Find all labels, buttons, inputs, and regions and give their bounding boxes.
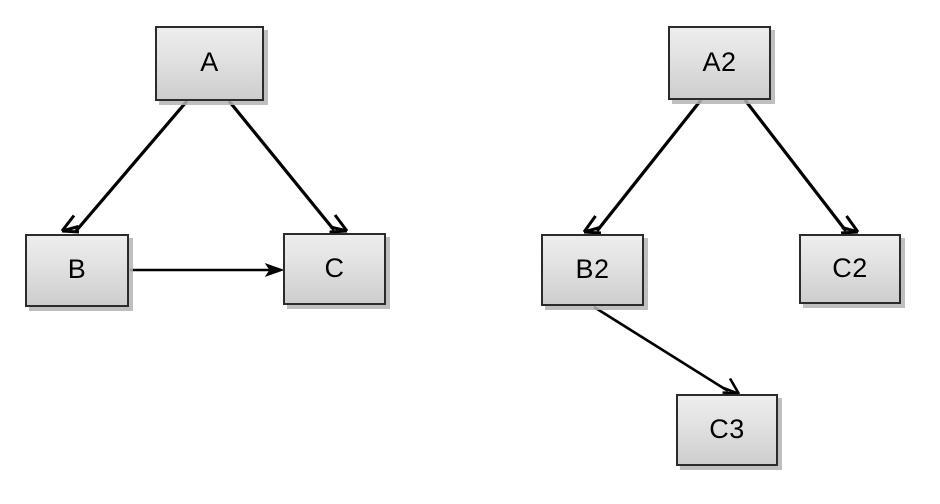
- arrowhead-classic-icon: [264, 263, 285, 277]
- edge-a2-to-c2-line: [743, 99, 848, 232]
- edge-a-to-b-line: [74, 99, 189, 233]
- edge-a2-to-b2-line: [595, 99, 703, 232]
- arrowhead-open-icon: [60, 214, 80, 234]
- edge-a2-to-c2[interactable]: [743, 99, 860, 235]
- edge-b-to-c[interactable]: [130, 263, 285, 277]
- node-c-label: C: [324, 252, 345, 283]
- node-b2-label: B2: [575, 253, 610, 284]
- node-b2[interactable]: B2: [541, 234, 644, 306]
- node-c3-label: C3: [709, 413, 745, 444]
- node-c[interactable]: C: [283, 233, 386, 305]
- edge-a-to-b[interactable]: [60, 99, 189, 234]
- edge-a2-to-b2[interactable]: [582, 99, 703, 235]
- node-a[interactable]: A: [155, 26, 264, 101]
- arrowhead-open-icon: [722, 377, 741, 396]
- edge-a-to-c[interactable]: [227, 99, 349, 234]
- node-c3[interactable]: C3: [676, 394, 778, 466]
- node-c2-label: C2: [832, 252, 868, 283]
- node-a2-label: A2: [702, 46, 737, 77]
- edge-a-to-c-line: [227, 99, 336, 232]
- edge-b2-to-c3[interactable]: [593, 305, 741, 396]
- edge-b2-to-c3-line: [593, 305, 729, 393]
- node-a2[interactable]: A2: [668, 26, 771, 100]
- node-c2[interactable]: C2: [799, 234, 901, 304]
- arrowhead-open-icon: [329, 214, 349, 234]
- node-b[interactable]: B: [25, 234, 129, 307]
- arrowhead-open-icon: [840, 215, 860, 235]
- arrowhead-open-icon: [582, 215, 602, 235]
- node-b-label: B: [67, 254, 87, 284]
- node-a-label: A: [200, 47, 219, 77]
